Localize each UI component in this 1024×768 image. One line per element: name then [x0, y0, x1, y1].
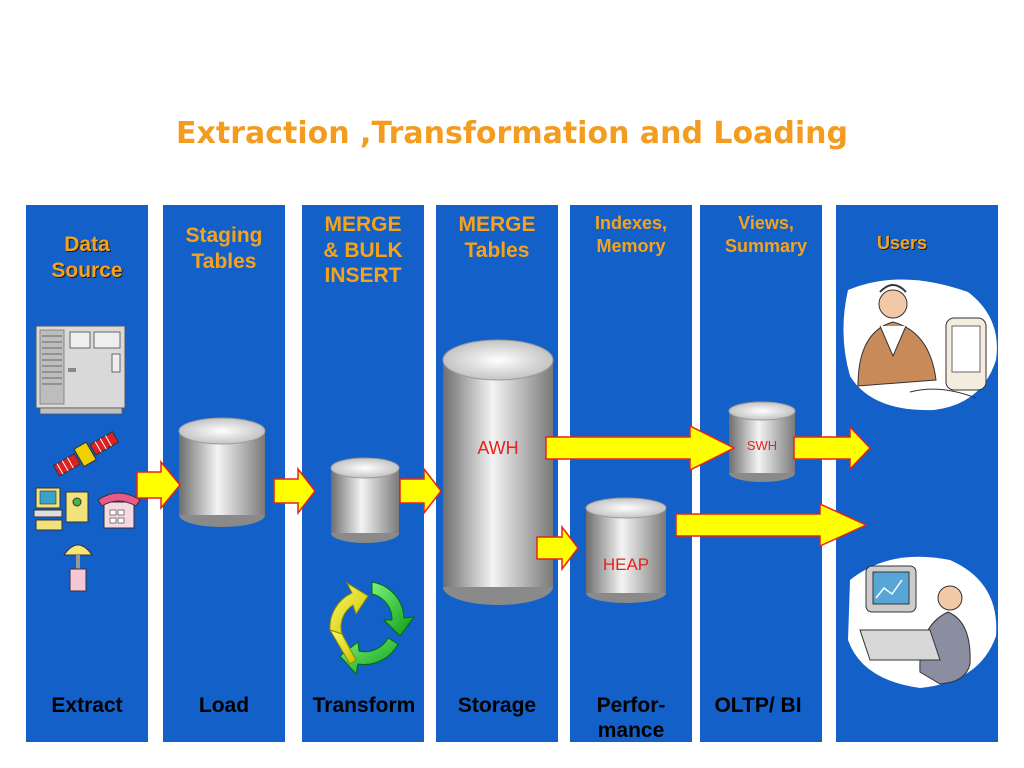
- user-at-desk-icon: [843, 279, 997, 411]
- arrow-swh-to-users: [793, 425, 872, 471]
- header-merge-tables: MERGE Tables: [436, 212, 558, 263]
- header-line: Summary: [724, 236, 808, 257]
- arrow-heap-to-users: [675, 502, 868, 548]
- footer-performance: Perfor- mance: [570, 693, 692, 743]
- header-staging-tables: Staging Tables: [163, 223, 285, 274]
- lamp-icon: [63, 544, 93, 592]
- arrow-load-to-transform: [273, 466, 316, 516]
- header-line: Tables: [464, 238, 530, 262]
- transform-cylinder: [330, 457, 400, 543]
- server-icon: [35, 325, 126, 415]
- footer-storage: Storage: [457, 694, 537, 717]
- header-line: Data: [64, 233, 110, 256]
- header-users: Users: [846, 232, 958, 255]
- header-line: Tables: [191, 249, 257, 273]
- header-line: Staging: [185, 224, 263, 247]
- telephone-icon: [97, 492, 141, 529]
- arrow-extract-to-load: [136, 459, 181, 511]
- header-indexes-memory: Indexes, Memory: [570, 212, 692, 258]
- header-views-summary: Views, Summary: [700, 212, 832, 258]
- arrow-transform-to-storage: [399, 466, 442, 516]
- awh-label: AWH: [477, 438, 518, 458]
- awh-cylinder: [442, 339, 554, 605]
- footer-load: Load: [198, 694, 250, 717]
- heap-label: HEAP: [603, 555, 649, 574]
- header-merge-bulk-insert: MERGE & BULK INSERT: [302, 212, 424, 289]
- header-data-source: Data Source: [26, 232, 148, 283]
- header-line: & BULK: [323, 238, 403, 262]
- header-line: INSERT: [324, 264, 402, 288]
- column-indexes-memory: [570, 205, 692, 742]
- arrow-awh-to-swh: [545, 424, 736, 472]
- column-data-source: [26, 205, 148, 742]
- header-line: Users: [876, 233, 928, 253]
- footer-line: mance: [597, 719, 665, 743]
- arrow-awh-to-heap: [536, 524, 579, 572]
- header-line: Source: [51, 258, 123, 282]
- header-line: MERGE: [324, 213, 402, 236]
- header-line: MERGE: [458, 213, 536, 236]
- header-line: Indexes,: [594, 213, 668, 233]
- page-title: Extraction ,Transformation and Loading: [176, 116, 848, 151]
- header-line: Memory: [596, 236, 666, 257]
- heap-cylinder: [585, 497, 667, 603]
- footer-transform: Transform: [312, 694, 416, 717]
- footer-extract: Extract: [51, 694, 123, 717]
- header-line: Views,: [738, 213, 794, 233]
- recycle-arrows-icon: [328, 581, 416, 676]
- swh-cylinder: [728, 401, 796, 482]
- computer-icon: [33, 487, 89, 531]
- footer-oltp-bi: OLTP/ BI: [714, 694, 802, 717]
- footer-line: Perfor-: [596, 694, 666, 717]
- staging-cylinder: [178, 417, 266, 527]
- satellite-icon: [52, 430, 120, 477]
- swh-label: SWH: [747, 438, 777, 453]
- user-at-terminal-icon: [848, 556, 997, 688]
